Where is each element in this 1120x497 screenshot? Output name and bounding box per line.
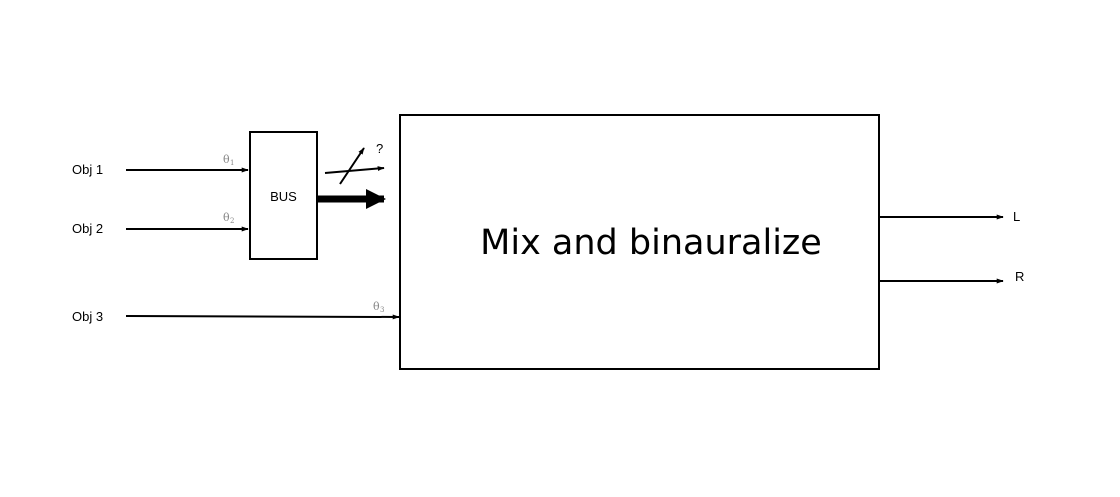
input-label-obj3: Obj 3 <box>72 309 103 324</box>
variable-slash-arrow <box>339 147 365 185</box>
bus-label: BUS <box>270 189 297 204</box>
svg-text:3: 3 <box>380 306 384 314</box>
mixer-label: Mix and binauralize <box>480 223 822 263</box>
unknown-path-label: ? <box>376 141 383 156</box>
svg-text:θ: θ <box>223 211 230 224</box>
output-label-right: R <box>1015 269 1024 284</box>
input-label-obj1: Obj 1 <box>72 162 103 177</box>
obj3-arrow <box>125 314 400 320</box>
svg-text:θ: θ <box>223 153 230 166</box>
theta3-label: θ 3 <box>373 300 384 314</box>
svg-text:1: 1 <box>230 159 234 167</box>
svg-text:2: 2 <box>230 217 234 225</box>
svg-text:θ: θ <box>373 300 380 313</box>
bus-box <box>249 131 318 260</box>
input-label-obj2: Obj 2 <box>72 221 103 236</box>
theta1-label: θ 1 <box>223 153 234 167</box>
unknown-path-arrow <box>324 166 385 174</box>
mixer-box <box>399 114 880 370</box>
theta2-label: θ 2 <box>223 211 234 225</box>
output-label-left: L <box>1013 209 1020 224</box>
